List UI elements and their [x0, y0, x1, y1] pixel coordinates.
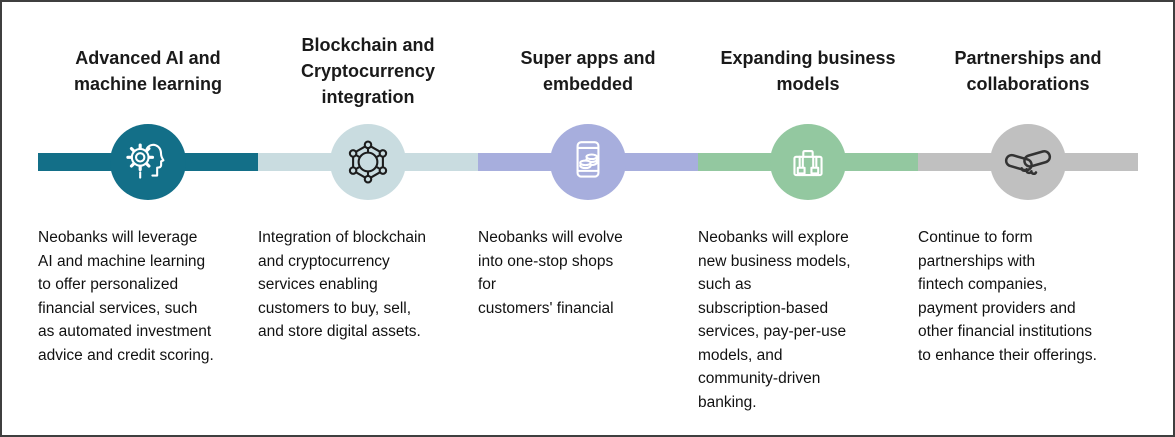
- column-description: Neobanks will evolve into one-stop shops…: [478, 229, 623, 317]
- timeline-segment: [258, 124, 478, 200]
- column-title: Expanding business models: [720, 48, 896, 94]
- column-super-apps: Super apps and embedded Neo: [478, 32, 698, 414]
- handshake-icon: [1004, 150, 1052, 176]
- briefcase-icon: [793, 150, 823, 177]
- icon-circle: [770, 124, 846, 200]
- column-blockchain-crypto: Blockchain and Cryptocurrency integratio…: [258, 32, 478, 414]
- column-description: Neobanks will explore new business model…: [698, 229, 851, 411]
- icon-circle: [110, 124, 186, 200]
- column-description: Integration of blockchain and cryptocurr…: [258, 229, 427, 340]
- column-business-models: Expanding business models N: [698, 32, 918, 414]
- timeline-segment: [918, 124, 1138, 200]
- icon-circle: [550, 124, 626, 200]
- icon-circle: [990, 124, 1066, 200]
- column-title: Advanced AI and machine learning: [73, 48, 223, 94]
- timeline-segment: [478, 124, 698, 200]
- column-title: Super apps and embedded: [520, 48, 656, 94]
- trend-columns: Advanced AI and machine learning: [38, 2, 1138, 414]
- timeline-segment: [698, 124, 918, 200]
- blockchain-network-icon: [348, 140, 388, 184]
- column-ai-machine-learning: Advanced AI and machine learning: [38, 32, 258, 414]
- column-title: Blockchain and Cryptocurrency integratio…: [300, 35, 436, 107]
- column-partnerships: Partnerships and collaborations Continue…: [918, 32, 1138, 414]
- icon-circle: [330, 124, 406, 200]
- phone-coins-icon: [576, 141, 600, 178]
- column-description: Neobanks will leverage AI and machine le…: [38, 229, 214, 364]
- ai-head-gear-icon: [126, 143, 165, 179]
- column-title: Partnerships and collaborations: [954, 48, 1102, 94]
- column-description: Continue to form partnerships with finte…: [918, 229, 1097, 364]
- timeline-segment: [38, 124, 258, 200]
